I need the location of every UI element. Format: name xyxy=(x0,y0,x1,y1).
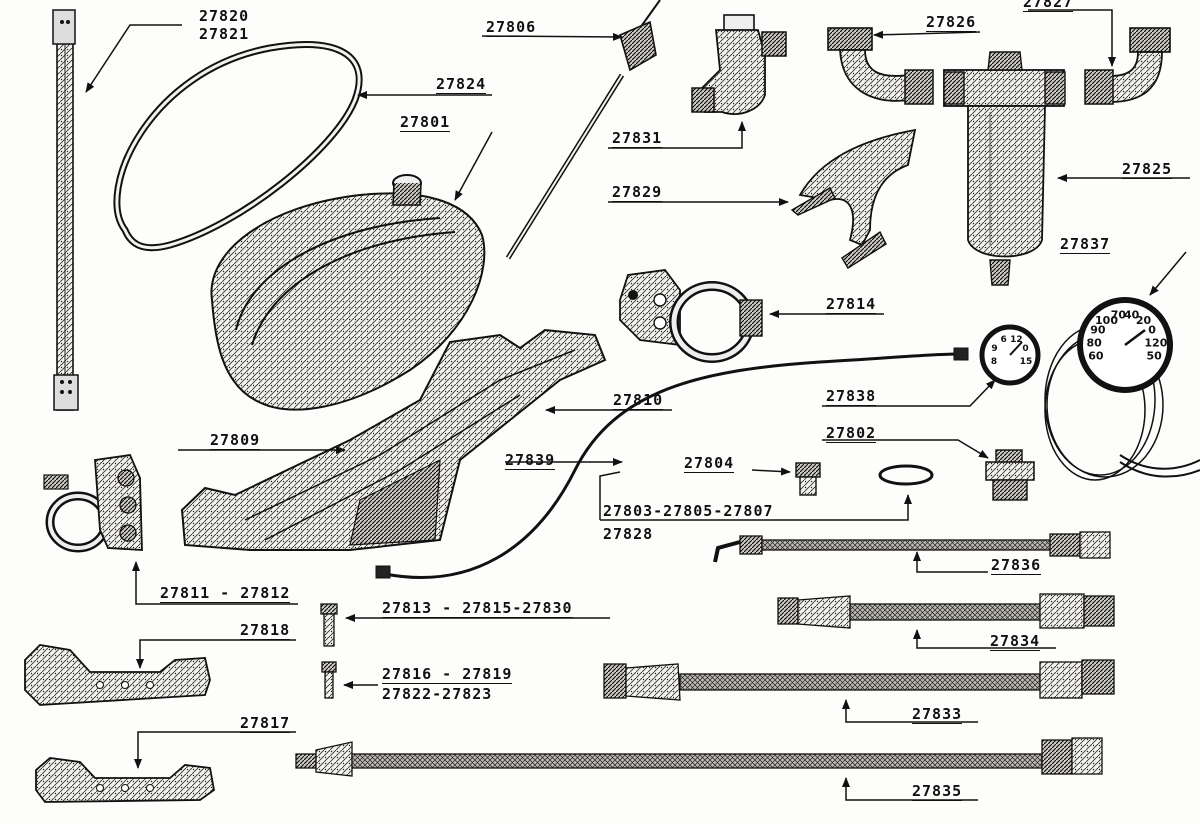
label-27833: 27833 xyxy=(912,705,963,724)
gauge-number: 0 xyxy=(1148,324,1156,337)
label-27837: 27837 xyxy=(1060,235,1111,254)
label-27801: 27801 xyxy=(400,113,451,132)
gauge-number: 100 xyxy=(1095,314,1118,327)
clamp-27811 xyxy=(43,454,143,553)
gauge-number: 6 xyxy=(1000,335,1006,345)
label-27809: 27809 xyxy=(210,431,261,450)
label-27836: 27836 xyxy=(991,556,1042,575)
gauge-number: 60 xyxy=(1088,349,1104,362)
gauge-number: 40 xyxy=(1124,308,1140,321)
nipple-27804 xyxy=(795,462,821,496)
bracket-27829 xyxy=(790,128,917,269)
elbow-27827 xyxy=(1084,27,1171,105)
label-27829: 27829 xyxy=(612,183,663,202)
hose-27836 xyxy=(713,531,1111,563)
label-27804: 27804 xyxy=(684,454,735,473)
bracket-27818 xyxy=(24,644,211,706)
cable-27839 xyxy=(375,347,969,579)
gauge-number: 50 xyxy=(1146,349,1162,362)
dipstick-27806 xyxy=(505,0,661,260)
bracket-27817 xyxy=(35,757,215,803)
label-27838: 27838 xyxy=(826,387,877,406)
small-gauge-numbers: 8 96 120 15 xyxy=(991,335,1032,367)
label-27802: 27802 xyxy=(826,424,877,443)
gauge-number: 9 xyxy=(991,344,997,354)
small-gauge-27838 xyxy=(979,324,1041,386)
gauge-number: 0 xyxy=(1022,344,1028,354)
label-27816: 27816 - 27819 xyxy=(382,665,513,684)
label-27814: 27814 xyxy=(826,295,877,314)
label-27831: 27831 xyxy=(612,129,663,148)
label-27818: 27818 xyxy=(240,621,291,640)
gauge-number: 90 xyxy=(1090,324,1106,337)
gauge-number: 15 xyxy=(1020,357,1033,367)
label-27827: 27827 xyxy=(1023,0,1074,12)
washer-27803 xyxy=(878,464,934,486)
tank-27801 xyxy=(210,174,486,411)
label-27813: 27813 - 27815-27830 xyxy=(382,599,573,618)
label-27817: 27817 xyxy=(240,714,291,733)
label-27825: 27825 xyxy=(1122,160,1173,179)
label-27828: 27828 xyxy=(603,525,654,543)
label-27803: 27803-27805-27807 xyxy=(603,502,774,520)
gauge-number: 8 xyxy=(991,357,997,367)
elbow-27826 xyxy=(827,27,934,105)
label-27822: 27822-27823 xyxy=(382,685,493,703)
gauge-number: 70 xyxy=(1111,308,1127,321)
label-27834: 27834 xyxy=(990,632,1041,651)
bolt-27813 xyxy=(320,603,338,647)
filter-27825 xyxy=(943,51,1066,286)
belt-27824 xyxy=(113,41,363,252)
strap-27820 xyxy=(52,9,79,411)
gauge-number: 120 xyxy=(1144,336,1167,349)
union-27802 xyxy=(985,449,1035,501)
clamp-27814 xyxy=(619,269,763,363)
gauge-number: 20 xyxy=(1136,314,1152,327)
fitting-27831 xyxy=(691,14,787,115)
hose-27833 xyxy=(603,659,1115,701)
label-27826: 27826 xyxy=(926,13,977,32)
hose-27834 xyxy=(777,593,1115,629)
hose-27835 xyxy=(295,737,1103,777)
bolt-27816 xyxy=(321,661,337,699)
label-27839: 27839 xyxy=(505,451,556,470)
large-gauge-27837 xyxy=(1044,297,1200,481)
rail-27810 xyxy=(180,328,607,551)
label-27806: 27806 xyxy=(486,18,537,37)
label-27835: 27835 xyxy=(912,782,963,801)
label-27810: 27810 xyxy=(613,391,664,410)
label-27821: 27821 xyxy=(199,25,250,43)
gauge-number: 12 xyxy=(1010,335,1023,345)
label-27820: 27820 xyxy=(199,7,250,25)
gauge-number: 80 xyxy=(1086,336,1102,349)
label-27811: 27811 - 27812 xyxy=(160,584,291,603)
label-27824: 27824 xyxy=(436,75,487,94)
